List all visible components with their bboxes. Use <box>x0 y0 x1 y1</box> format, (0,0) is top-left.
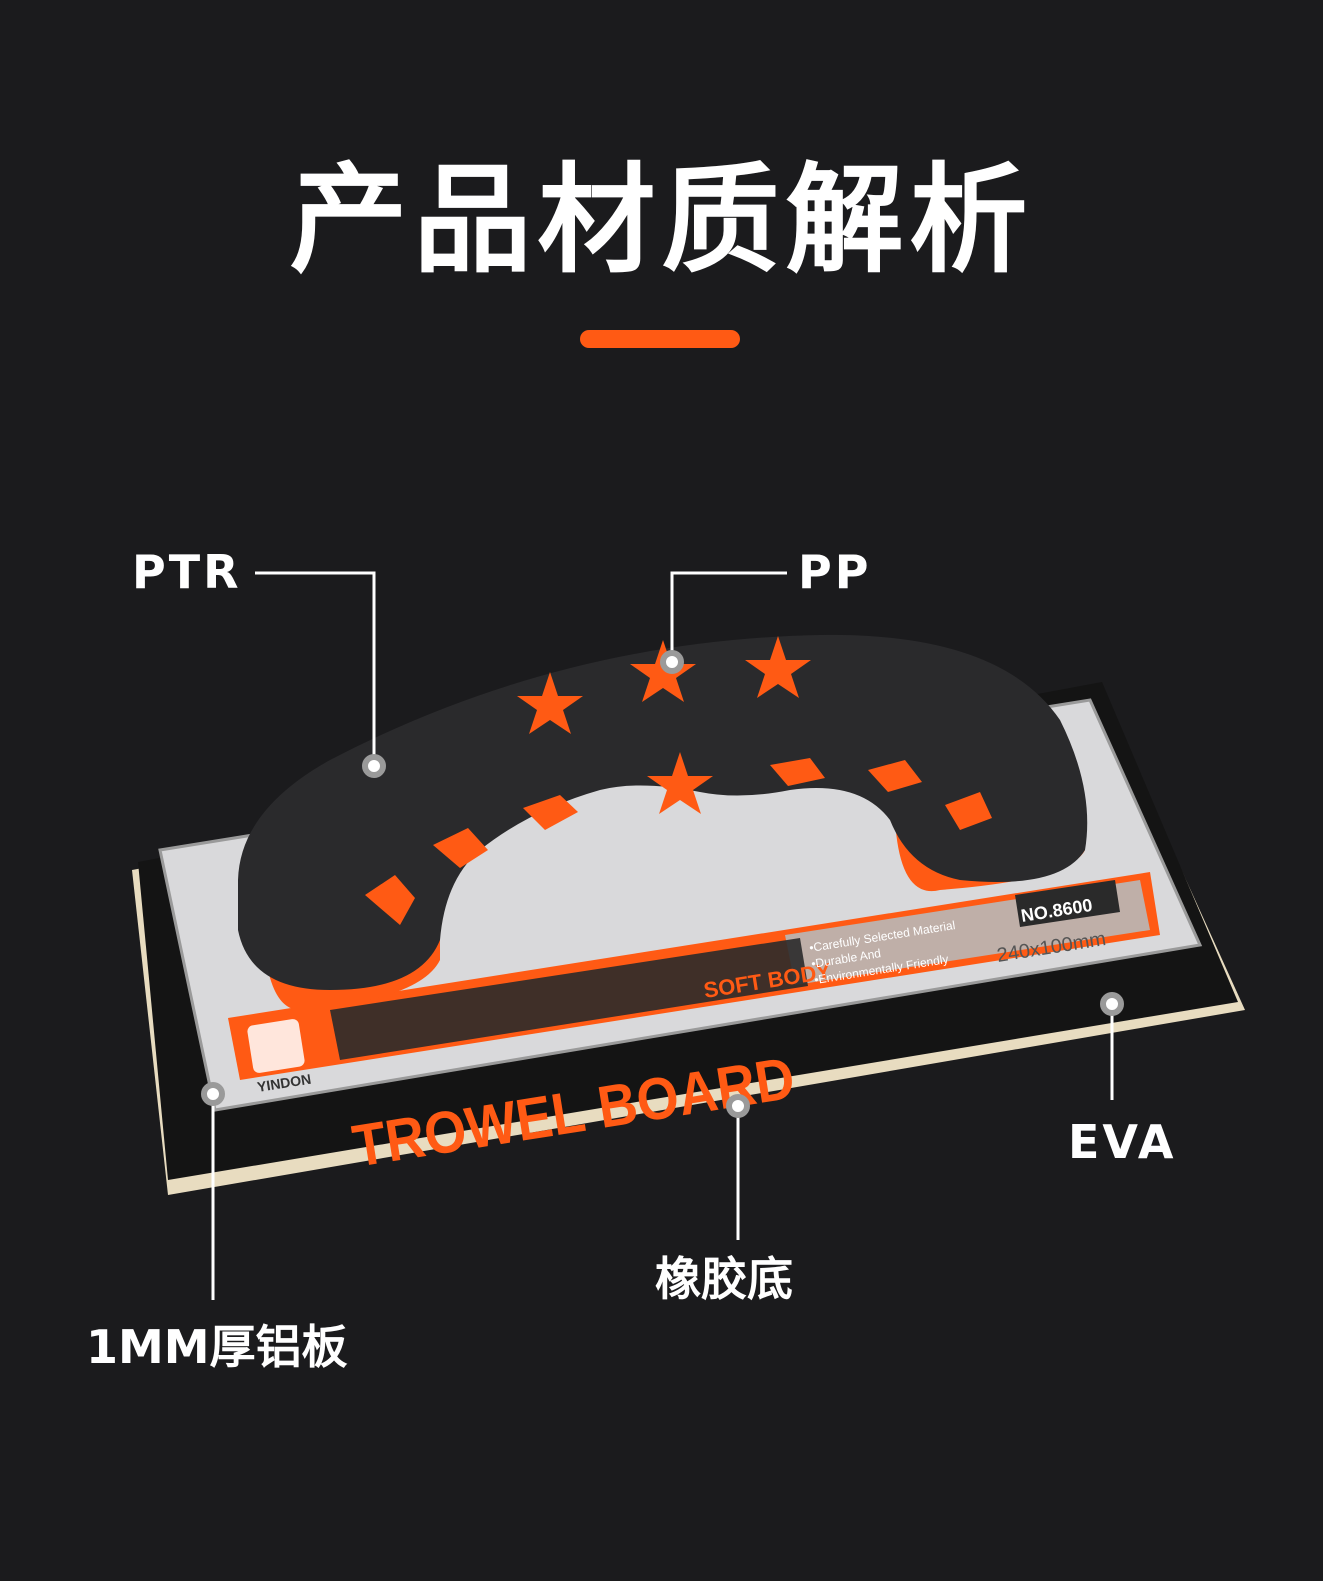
handle <box>238 634 1088 990</box>
callout-eva: EVA <box>1068 1115 1177 1169</box>
callout-pp: PP <box>798 545 872 599</box>
callout-ptr: PTR <box>132 545 242 599</box>
callout-aluminum-plate: 1MM厚铝板 <box>86 1320 348 1374</box>
callout-rubber-base: 橡胶底 <box>655 1252 793 1306</box>
title-accent-bar <box>580 330 740 348</box>
page-title: 产品材质解析 <box>289 151 1034 289</box>
handle-chevrons <box>365 758 992 925</box>
